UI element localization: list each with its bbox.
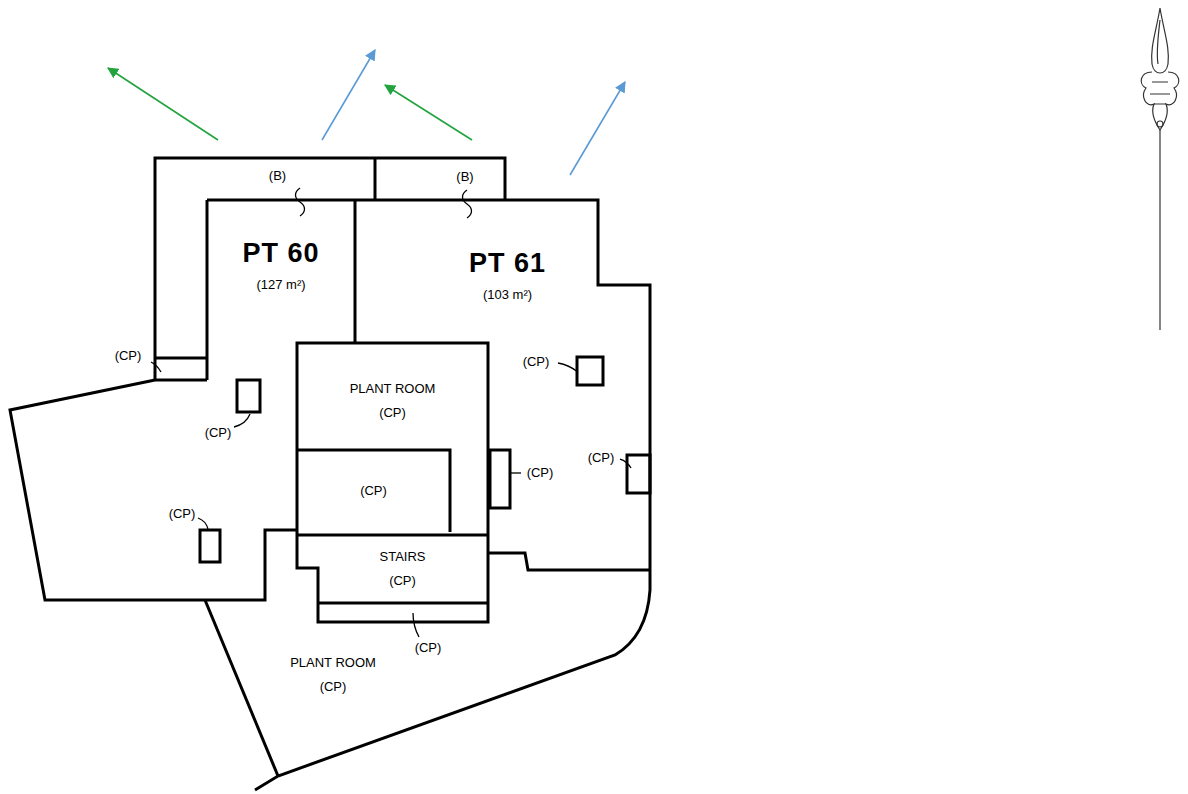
callout-label: (CP)	[204, 425, 233, 441]
leader-line	[198, 518, 208, 529]
stairs-room: STAIRS (CP)	[320, 538, 485, 600]
balcony-area: (B)	[230, 162, 325, 190]
leader-line	[620, 459, 631, 468]
callout-label: (CP)	[168, 506, 197, 522]
balcony-wall	[374, 158, 377, 200]
area-note: (CP)	[389, 573, 416, 589]
area-name: STAIRS	[380, 549, 426, 565]
north-point	[1150, 82, 1170, 104]
area-name: (B)	[269, 168, 286, 184]
callout-label: (CP)	[522, 354, 551, 370]
cp-duct	[200, 530, 220, 562]
area-note: (127 m²)	[256, 277, 305, 293]
callout-label: (CP)	[526, 465, 555, 481]
plant-room: PLANT ROOM (CP)	[268, 645, 398, 705]
view-arrow	[385, 85, 472, 140]
balcony-area: (B)	[420, 163, 510, 191]
plant-room: PLANT ROOM(CP)(CP)	[297, 343, 488, 450]
area-name: (B)	[456, 169, 473, 185]
north-point	[1152, 8, 1169, 73]
lot-boundary	[488, 553, 650, 570]
plant-room-wall	[297, 200, 488, 622]
outer-wall	[205, 600, 278, 776]
cp-strip	[155, 358, 207, 380]
area-name: PLANT ROOM	[350, 381, 436, 397]
callout-label: (CP)	[414, 640, 443, 656]
hook-leader	[296, 188, 305, 216]
north-point	[1157, 121, 1163, 127]
area-note: (CP)	[379, 405, 406, 421]
outer-wall	[10, 380, 297, 600]
cp-duct	[490, 450, 510, 508]
view-arrow	[108, 68, 218, 140]
north-point	[1141, 72, 1179, 130]
leader-line	[234, 414, 250, 427]
leader-line	[511, 472, 521, 473]
hook-leader	[463, 190, 472, 218]
area-name: PLANT ROOM	[290, 655, 376, 671]
view-arrow	[322, 50, 375, 140]
area-note: (103 m²)	[483, 287, 532, 303]
common-property-room: (CP)	[297, 450, 450, 532]
cp-duct	[627, 455, 650, 493]
callout-label: (CP)	[114, 348, 143, 364]
balcony-wall	[155, 158, 505, 380]
cp-duct	[237, 380, 260, 412]
north-point	[1157, 20, 1160, 64]
leader-line	[413, 613, 419, 637]
inner-cp-wall	[297, 450, 450, 532]
area-name: PT 60	[242, 237, 319, 269]
lot-boundary	[206, 200, 209, 380]
callout-label: (CP)	[587, 450, 616, 466]
leader-line	[558, 363, 578, 372]
area-note: (CP)	[320, 679, 347, 695]
leader-line	[151, 362, 161, 372]
area-name: PT 61	[469, 247, 546, 279]
outer-wall	[207, 200, 650, 790]
lot-area: PT 61 (103 m²)	[410, 225, 605, 325]
north-point	[1159, 130, 1160, 330]
cp-duct	[577, 357, 603, 385]
view-arrow	[570, 82, 625, 175]
stairs-wall	[297, 535, 488, 603]
lot-area: PT 60 (127 m²)	[207, 215, 355, 315]
area-name: (CP)	[360, 483, 387, 499]
